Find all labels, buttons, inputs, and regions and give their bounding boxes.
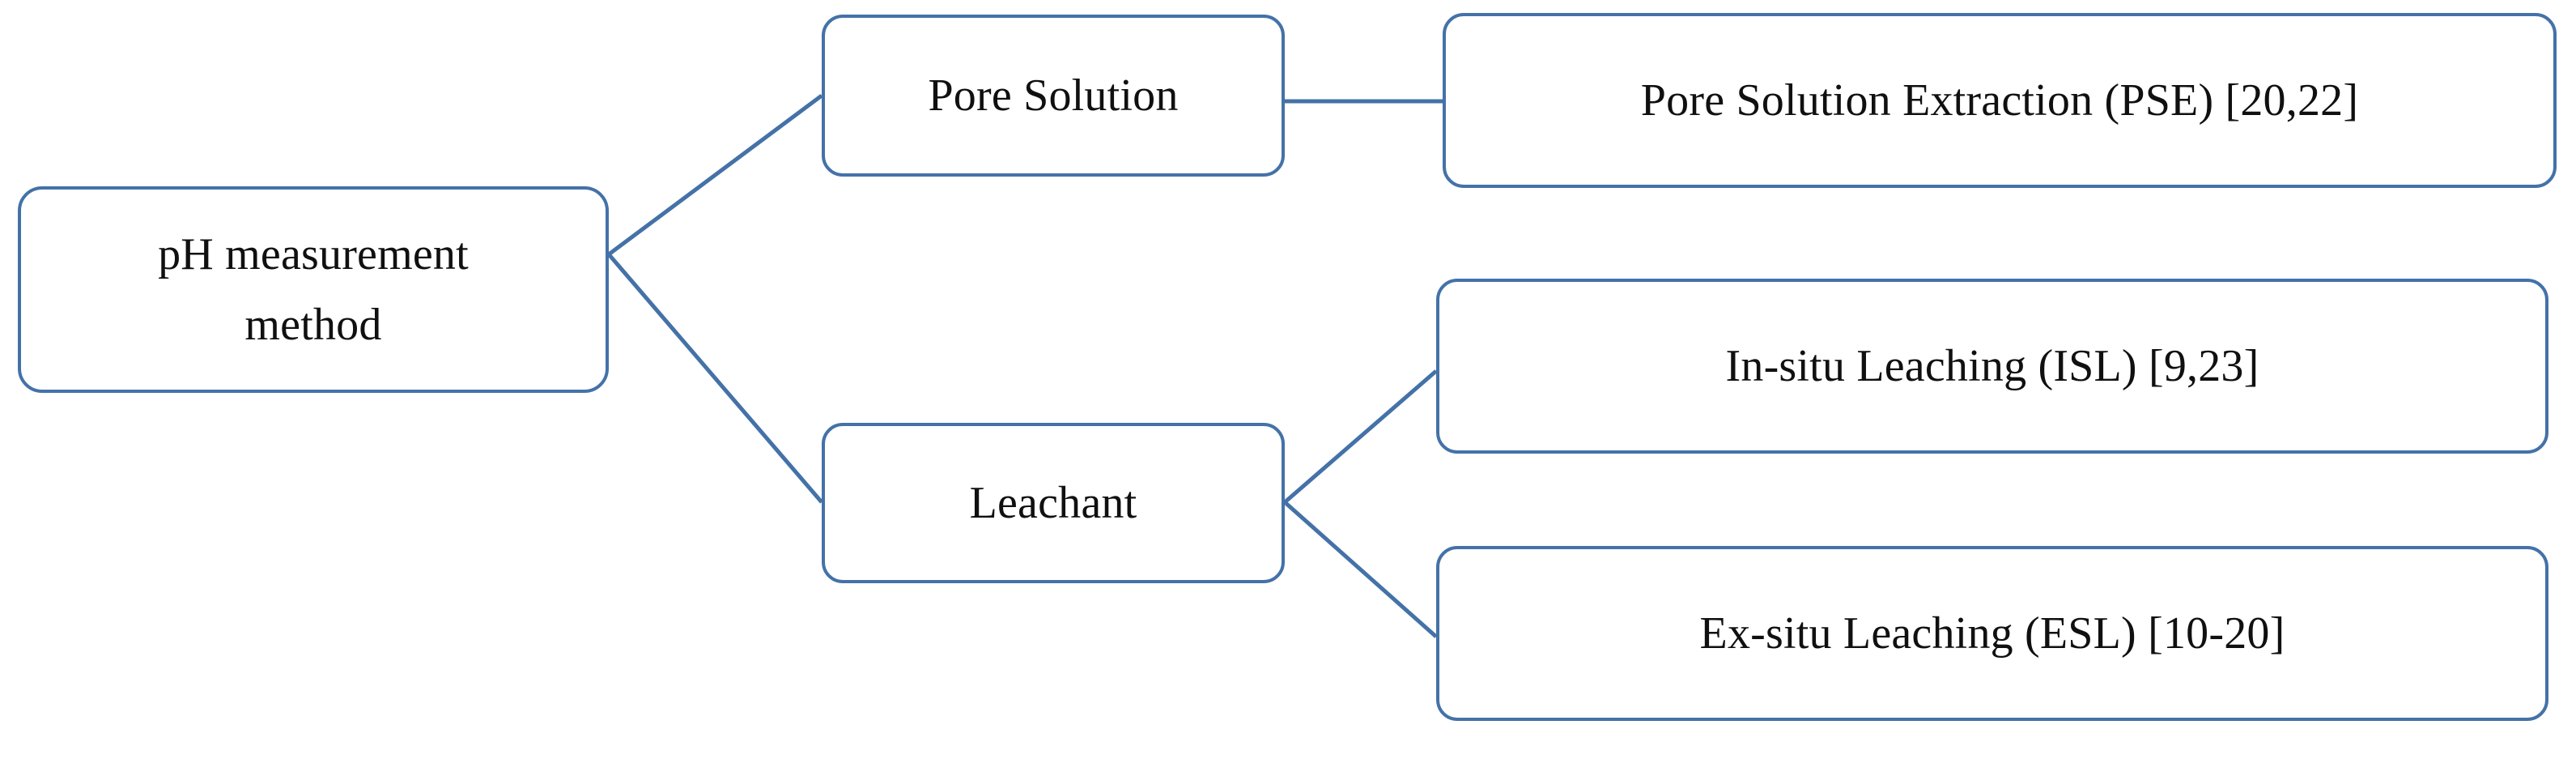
node-in-situ-leaching[interactable]: In-situ Leaching (ISL) [9,23] <box>1436 279 2548 454</box>
edge-leachant-to-isl <box>1283 369 1438 504</box>
node-pore-solution-extraction[interactable]: Pore Solution Extraction (PSE) [20,22] <box>1443 13 2557 188</box>
edge-root-to-pore-solution <box>607 93 823 257</box>
node-label: pH measurement method <box>36 220 591 360</box>
node-label: Ex-situ Leaching (ESL) [10-20] <box>1699 608 2285 659</box>
node-label-line-2: method <box>244 299 382 350</box>
node-label: Pore Solution Extraction (PSE) [20,22] <box>1640 75 2359 126</box>
node-label: Pore Solution <box>928 70 1179 121</box>
node-ex-situ-leaching[interactable]: Ex-situ Leaching (ESL) [10-20] <box>1436 546 2548 721</box>
node-label-line-1: pH measurement <box>158 228 469 279</box>
edge-root-to-leachant <box>607 253 823 504</box>
node-label: Leachant <box>969 477 1137 528</box>
node-label: In-situ Leaching (ISL) [9,23] <box>1725 340 2259 391</box>
edge-leachant-to-esl <box>1283 501 1438 638</box>
node-pore-solution[interactable]: Pore Solution <box>822 15 1285 177</box>
node-ph-measurement-method[interactable]: pH measurement method <box>18 186 609 393</box>
node-leachant[interactable]: Leachant <box>822 423 1285 583</box>
